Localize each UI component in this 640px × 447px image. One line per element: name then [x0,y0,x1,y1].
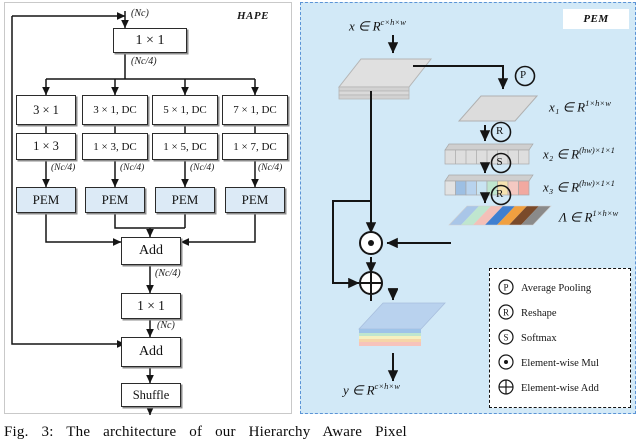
edge-label-branch4: (Nc/4) [258,163,283,173]
tensor-x3-base: x₃ ∈ R [543,179,580,195]
tensor-label-output: y ∈ Rc×h×w [343,381,400,398]
pooling-icon: P [520,69,527,81]
x1-plane [457,95,539,122]
tensor-x3-sup: (hw)×1×1 [579,178,615,188]
softmax-icon: S [496,156,503,168]
edge-label-branch2: (Nc/4) [120,163,145,173]
legend-item-softmax: S Softmax [498,326,630,351]
block-add-2[interactable]: Add [121,337,181,367]
reshape-icon: R [498,304,514,323]
branch-3-conv-bottom[interactable]: 1 × 5, DC [152,133,218,160]
branch-1-conv-top[interactable]: 3 × 1 [16,95,76,125]
tensor-output-base: y ∈ R [343,382,375,398]
tensor-x1-sup: 1×h×w [585,98,611,108]
op-elementwise-mul-circle [359,231,383,255]
legend-label-softmax: Softmax [521,333,557,344]
x3-cells [444,174,534,196]
branch-4-conv-top[interactable]: 7 × 1, DC [222,95,288,125]
block-conv-in[interactable]: 1 × 1 [113,28,187,53]
edge-label-after-conv-in: (Nc/4) [131,56,157,67]
svg-text:S: S [503,333,508,343]
block-shuffle[interactable]: Shuffle [121,383,181,407]
hape-panel: HAPE [4,2,292,416]
svg-text:R: R [503,308,509,318]
legend-item-average-pooling: P Average Pooling [498,276,630,301]
branch-3-pem-block[interactable]: PEM [155,187,215,213]
op-reshape-circle-2 [490,184,512,206]
branch-4-pem-block[interactable]: PEM [225,187,285,213]
op-reshape-circle-1 [490,121,512,143]
input-tensor-stack [337,58,433,100]
branch-2-conv-bottom[interactable]: 1 × 3, DC [82,133,148,160]
elementwise-mul-icon [498,354,514,373]
branch-2-conv-top[interactable]: 3 × 1, DC [82,95,148,125]
edge-label-after-add1: (Nc/4) [155,268,181,279]
legend-label-reshape: Reshape [521,308,557,319]
tensor-output-sup: c×h×w [374,381,400,391]
op-pooling-circle [514,65,536,87]
block-add-1[interactable]: Add [121,237,181,265]
elementwise-add-icon [498,379,514,398]
lambda-plane [448,205,552,226]
edge-label-after-conv-out: (Nc) [157,320,175,331]
branch-1-pem-block[interactable]: PEM [16,187,76,213]
reshape-icon-2: R [496,188,504,200]
edge-label-branch3: (Nc/4) [190,163,215,173]
tensor-input-base: x ∈ R [349,18,381,34]
tensor-label-input: x ∈ Rc×h×w [349,17,406,34]
pem-legend: P Average Pooling R Reshape S Softmax [489,268,631,408]
x2-cells [444,143,534,165]
tensor-lambda-base: Λ ∈ R [559,209,593,225]
branch-3-conv-top[interactable]: 5 × 1, DC [152,95,218,125]
legend-item-elementwise-mul: Element-wise Mul [498,351,630,376]
figure-caption-text: Fig. 3: The architecture of our Hierarch… [4,424,407,440]
tensor-label-x2: x₂ ∈ R(hw)×1×1 [543,145,615,162]
branch-2-pem-block[interactable]: PEM [85,187,145,213]
tensor-x2-sup: (hw)×1×1 [579,145,615,155]
tensor-label-lambda: Λ ∈ R1×h×w [559,208,618,225]
edge-label-in-channels: (Nc) [131,8,149,19]
op-elementwise-add-circle [359,271,383,295]
softmax-icon: S [498,329,514,348]
pem-graphics [332,35,552,382]
tensor-lambda-sup: 1×h×w [592,208,619,218]
legend-item-elementwise-add: Element-wise Add [498,376,630,401]
tensor-input-sup: c×h×w [380,17,406,27]
output-tensor-stack [358,302,446,346]
pem-title: PEM [563,9,629,29]
figure-caption: Fig. 3: The architecture of our Hierarch… [0,424,640,441]
reshape-icon-1: R [496,125,504,137]
edge-label-branch1: (Nc/4) [51,163,76,173]
tensor-label-x1: x₁ ∈ R1×h×w [549,98,611,115]
legend-item-reshape: R Reshape [498,301,630,326]
legend-label-elementwise-add: Element-wise Add [521,383,599,394]
pem-panel: PEM [300,2,636,414]
hape-title: HAPE [237,10,269,22]
hape-wires [11,11,259,416]
branch-1-conv-bottom[interactable]: 1 × 3 [16,133,76,160]
tensor-x2-base: x₂ ∈ R [543,146,580,162]
tensor-x1-base: x₁ ∈ R [549,99,586,115]
op-softmax-circle [490,152,512,174]
branch-4-conv-bottom[interactable]: 1 × 7, DC [222,133,288,160]
block-conv-out[interactable]: 1 × 1 [121,293,181,319]
svg-text:P: P [503,283,508,293]
tensor-label-x3: x₃ ∈ R(hw)×1×1 [543,178,615,195]
legend-label-elementwise-mul: Element-wise Mul [521,358,599,369]
pooling-icon: P [498,279,514,298]
legend-label-average-pooling: Average Pooling [521,283,592,294]
